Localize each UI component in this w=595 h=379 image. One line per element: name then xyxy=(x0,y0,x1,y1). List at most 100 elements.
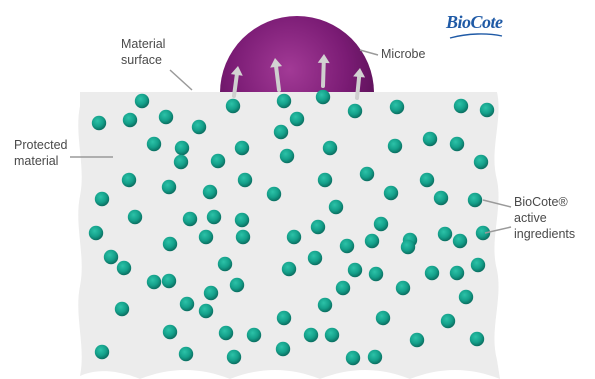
active-ingredient-particle xyxy=(218,257,232,271)
active-ingredient-particle xyxy=(388,139,402,153)
active-ingredient-particle xyxy=(227,350,241,364)
active-ingredient-particle xyxy=(95,345,109,359)
active-ingredient-particle xyxy=(179,347,193,361)
active-ingredient-particle xyxy=(282,262,296,276)
active-ingredient-particle xyxy=(425,266,439,280)
active-ingredient-particle xyxy=(235,141,249,155)
active-ingredient-particle xyxy=(135,94,149,108)
active-ingredient-particle xyxy=(340,239,354,253)
active-ingredient-particle xyxy=(311,220,325,234)
active-ingredient-particle xyxy=(199,304,213,318)
active-ingredient-particle xyxy=(204,286,218,300)
active-ingredient-particle xyxy=(318,298,332,312)
active-ingredient-particle xyxy=(459,290,473,304)
active-ingredient-particle xyxy=(211,154,225,168)
active-ingredient-particle xyxy=(471,258,485,272)
active-ingredient-particle xyxy=(219,326,233,340)
active-ingredient-particle xyxy=(199,230,213,244)
active-ingredient-particle xyxy=(235,213,249,227)
active-ingredient-particle xyxy=(365,234,379,248)
active-ingredient-particle xyxy=(390,100,404,114)
active-ingredient-particle xyxy=(115,302,129,316)
active-ingredient-particle xyxy=(247,328,261,342)
active-ingredient-particle xyxy=(410,333,424,347)
active-ingredient-particle xyxy=(277,311,291,325)
active-ingredient-particle xyxy=(128,210,142,224)
active-ingredient-particle xyxy=(192,120,206,134)
biocote-ingredients-label: BioCote® active ingredients xyxy=(514,194,575,242)
active-ingredient-particle xyxy=(360,167,374,181)
active-ingredient-particle xyxy=(323,141,337,155)
active-ingredient-particle xyxy=(287,230,301,244)
active-ingredient-particle xyxy=(384,186,398,200)
active-ingredient-particle xyxy=(277,94,291,108)
active-ingredient-particle xyxy=(163,237,177,251)
active-ingredient-particle xyxy=(122,173,136,187)
active-ingredient-particle xyxy=(147,137,161,151)
active-ingredient-particle xyxy=(474,155,488,169)
active-ingredient-particle xyxy=(304,328,318,342)
surface-leader-line xyxy=(170,70,192,90)
logo-text: BioCote xyxy=(446,12,503,33)
active-ingredient-particle xyxy=(92,116,106,130)
logo-swoosh-icon xyxy=(448,32,504,40)
active-ingredient-particle xyxy=(470,332,484,346)
biocote-logo: BioCote xyxy=(446,8,506,42)
active-ingredient-particle xyxy=(163,325,177,339)
active-ingredient-particle xyxy=(147,275,161,289)
active-ingredient-particle xyxy=(267,187,281,201)
active-ingredient-particle xyxy=(174,155,188,169)
active-ingredient-particle xyxy=(420,173,434,187)
active-ingredient-particle xyxy=(423,132,437,146)
active-ingredient-particle xyxy=(450,266,464,280)
active-ingredient-particle xyxy=(159,110,173,124)
microbe-label: Microbe xyxy=(381,46,425,62)
active-ingredient-particle xyxy=(454,99,468,113)
active-ingredient-particle xyxy=(290,112,304,126)
active-ingredient-particle xyxy=(374,217,388,231)
active-ingredient-particle xyxy=(401,240,415,254)
active-ingredient-particle xyxy=(308,251,322,265)
active-ingredient-particle xyxy=(162,274,176,288)
active-ingredient-particle xyxy=(346,351,360,365)
active-ingredient-particle xyxy=(280,149,294,163)
active-ingredient-particle xyxy=(329,200,343,214)
active-ingredient-particle xyxy=(117,261,131,275)
active-ingredient-particle xyxy=(207,210,221,224)
active-ingredient-particle xyxy=(89,226,103,240)
active-ingredient-particle xyxy=(450,137,464,151)
active-ingredient-particle xyxy=(274,125,288,139)
protected-material-label: Protected material xyxy=(14,137,68,169)
active-ingredient-particle xyxy=(203,185,217,199)
active-ingredient-particle xyxy=(468,193,482,207)
active-ingredient-particle xyxy=(369,267,383,281)
active-ingredient-particle xyxy=(226,99,240,113)
active-ingredient-particle xyxy=(318,173,332,187)
active-ingredient-particle xyxy=(316,90,330,104)
active-ingredient-particle xyxy=(434,191,448,205)
active-ingredient-particle xyxy=(348,263,362,277)
active-ingredient-particle xyxy=(441,314,455,328)
active-ingredient-particle xyxy=(336,281,350,295)
active-ingredient-particle xyxy=(238,173,252,187)
active-ingredient-particle xyxy=(104,250,118,264)
active-ingredient-particle xyxy=(453,234,467,248)
active-ingredient-particle xyxy=(230,278,244,292)
active-ingredient-particle xyxy=(236,230,250,244)
active-ingredient-particle xyxy=(368,350,382,364)
active-ingredient-particle xyxy=(183,212,197,226)
material-surface-label: Material surface xyxy=(121,36,165,68)
active-ingredient-particle xyxy=(325,328,339,342)
active-ingredient-particle xyxy=(123,113,137,127)
active-ingredient-particle xyxy=(348,104,362,118)
active-ingredient-particle xyxy=(162,180,176,194)
active-ingredient-particle xyxy=(175,141,189,155)
active-ingredient-particle xyxy=(396,281,410,295)
active-ingredient-particle xyxy=(438,227,452,241)
active-ingredient-particle xyxy=(480,103,494,117)
active-ingredient-particle xyxy=(95,192,109,206)
active-ingredient-particle xyxy=(376,311,390,325)
active-ingredient-particle xyxy=(276,342,290,356)
active-ingredient-particle xyxy=(180,297,194,311)
